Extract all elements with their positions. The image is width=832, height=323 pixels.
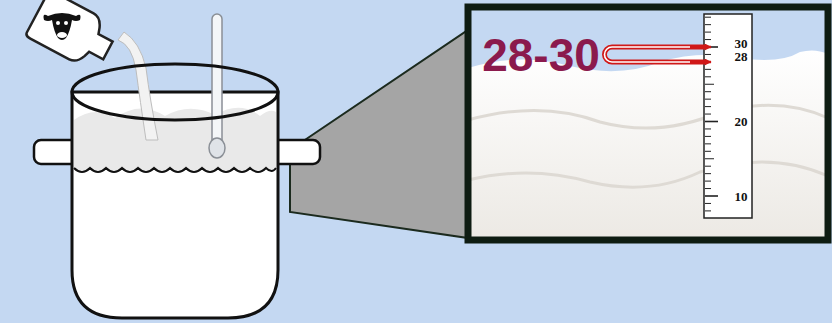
cow-head (44, 13, 81, 40)
cow-nose (57, 32, 67, 38)
milk-bottle (25, 0, 120, 73)
scale-tick (705, 91, 711, 92)
scale-tick (705, 24, 711, 25)
zoom-panel-ground (468, 7, 828, 240)
scale-number: 30 (735, 37, 748, 50)
scale-tick (705, 158, 714, 159)
pot-rim (72, 64, 278, 120)
pot-body (72, 92, 278, 318)
range-bracket-inner (605, 47, 700, 62)
scale-tick (705, 210, 711, 211)
arrow (690, 46, 711, 49)
scale-tick (705, 106, 711, 107)
milk-stream (118, 32, 158, 140)
scale-tick (705, 99, 711, 100)
range-bracket (605, 47, 706, 62)
scale-number: 20 (735, 115, 748, 128)
milk-surface (74, 168, 276, 172)
scale-tick (705, 188, 711, 189)
zoom-panel-frame (468, 7, 828, 240)
bottle-body (25, 0, 120, 73)
scale-tick (705, 173, 711, 174)
scale-tick (705, 128, 711, 129)
scale-tick (705, 166, 711, 167)
scale-tick (705, 181, 711, 182)
milk-closeup (468, 50, 828, 240)
cow-face (44, 13, 81, 40)
scale-tick (705, 203, 711, 204)
milk-ripple (468, 105, 828, 128)
cow-eye (56, 21, 60, 25)
thermometer (212, 14, 222, 152)
scale-tick (705, 39, 711, 40)
zoom-beam (290, 30, 468, 238)
cow-eye (64, 21, 68, 25)
scale-tick (705, 69, 711, 70)
scale-tick (705, 143, 711, 144)
range-label: 28-30 (482, 32, 600, 78)
scale-number: 28 (735, 50, 748, 63)
scale-tick (705, 121, 718, 123)
milk-ripple (468, 162, 828, 187)
scale-tick (705, 114, 711, 115)
scale-tick (705, 84, 714, 85)
scale-tick (705, 195, 718, 197)
scale-tick (705, 136, 711, 137)
scale-tick (705, 32, 711, 33)
scale-number: 10 (735, 190, 748, 203)
milk-foam (74, 108, 276, 170)
scale-tick (705, 17, 711, 18)
scale-tick (705, 54, 711, 55)
thermometer-scale (704, 14, 752, 218)
scale-tick (705, 76, 711, 77)
scale-tick (705, 151, 711, 152)
thermometer-bulb (209, 138, 225, 158)
arrow (690, 61, 711, 64)
